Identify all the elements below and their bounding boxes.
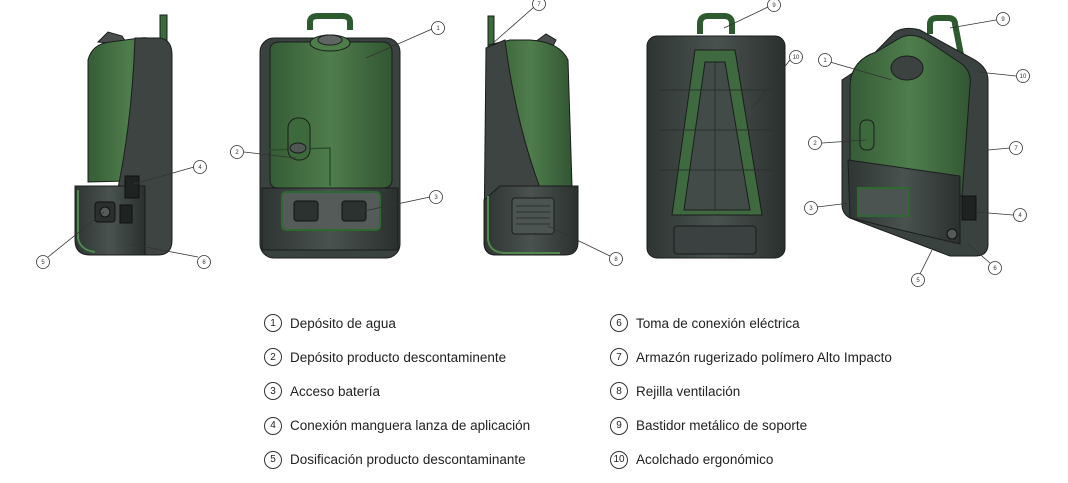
legend-label: Dosificación producto descontaminante bbox=[290, 452, 526, 468]
legend-number: 2 bbox=[264, 348, 282, 367]
callout-number: 10 bbox=[793, 55, 800, 61]
callout-number: 3 bbox=[434, 195, 438, 201]
legend-label: Depósito producto descontaminente bbox=[290, 349, 507, 365]
front-view bbox=[259, 13, 401, 259]
legend-number: 8 bbox=[610, 382, 628, 401]
legend-item: 8 Rejilla ventilación bbox=[610, 374, 1030, 408]
legend-item: 3 Acceso batería bbox=[264, 374, 684, 408]
callout-number: 6 bbox=[993, 266, 997, 272]
callout-number: 5 bbox=[41, 260, 45, 266]
callout-leader-lines bbox=[47, 6, 1017, 275]
legend-item: 9 Bastidor metálico de soporte bbox=[610, 409, 1030, 443]
callout-number: 4 bbox=[198, 165, 202, 171]
legend-item: 4 Conexión manguera lanza de aplicación bbox=[264, 409, 684, 443]
callout-number: 3 bbox=[809, 206, 813, 212]
legend-label: Acolchado ergonómico bbox=[636, 452, 774, 468]
legend-label: Bastidor metálico de soporte bbox=[636, 418, 808, 434]
callout-number: 2 bbox=[235, 150, 239, 156]
legend-label: Rejilla ventilación bbox=[636, 383, 741, 399]
legend-label: Toma de conexión eléctrica bbox=[636, 315, 800, 331]
legend-item: 6 Toma de conexión eléctrica bbox=[610, 306, 1030, 340]
legend-number: 4 bbox=[264, 416, 282, 435]
perspective-view bbox=[841, 15, 989, 257]
callout-number: 9 bbox=[772, 3, 776, 9]
side-view-right bbox=[483, 15, 579, 256]
legend-label: Armazón rugerizado polímero Alto Impacto bbox=[636, 349, 892, 365]
callout-number: 1 bbox=[823, 58, 827, 64]
callout-number: 7 bbox=[1014, 146, 1018, 152]
callout-number: 10 bbox=[1020, 74, 1027, 80]
legend-item: 7 Armazón rugerizado polímero Alto Impac… bbox=[610, 340, 1030, 374]
legend-label: Conexión manguera lanza de aplicación bbox=[290, 418, 531, 434]
callout-number: 8 bbox=[614, 257, 618, 263]
callout-number: 6 bbox=[202, 260, 206, 266]
legend-item: 1 Depósito de agua bbox=[264, 306, 684, 340]
legend-left-column: 1 Depósito de agua 2 Depósito producto d… bbox=[264, 306, 684, 477]
callout-number: 7 bbox=[537, 2, 541, 8]
callout-number: 1 bbox=[436, 26, 440, 32]
legend-number: 7 bbox=[610, 348, 628, 367]
legend-label: Depósito de agua bbox=[290, 315, 396, 331]
side-view-left bbox=[74, 14, 173, 256]
callout-number: 4 bbox=[1018, 213, 1022, 219]
callout-number: 5 bbox=[916, 278, 920, 284]
callout-number: 9 bbox=[1001, 17, 1005, 23]
legend-number: 3 bbox=[264, 382, 282, 401]
legend-number: 1 bbox=[264, 314, 282, 333]
legend-number: 10 bbox=[610, 450, 628, 469]
callout-circles: 4 5 6 1 2 3 7 8 9 10 9 1 10 2 7 3 4 bbox=[36, 0, 1030, 287]
legend-item: 10 Acolchado ergonómico bbox=[610, 443, 1030, 477]
legend-number: 5 bbox=[264, 450, 282, 469]
back-view bbox=[646, 13, 786, 259]
product-views-diagram: 4 5 6 1 2 3 7 8 9 10 9 1 10 2 7 3 4 bbox=[36, 0, 1030, 287]
legend-right-column: 6 Toma de conexión eléctrica 7 Armazón r… bbox=[610, 306, 1030, 477]
legend-number: 6 bbox=[610, 314, 628, 333]
legend-label: Acceso batería bbox=[290, 383, 381, 399]
legend-number: 9 bbox=[610, 416, 628, 435]
callout-number: 2 bbox=[813, 141, 817, 147]
legend-item: 2 Depósito producto descontaminente bbox=[264, 340, 684, 374]
legend-item: 5 Dosificación producto descontaminante bbox=[264, 443, 684, 477]
